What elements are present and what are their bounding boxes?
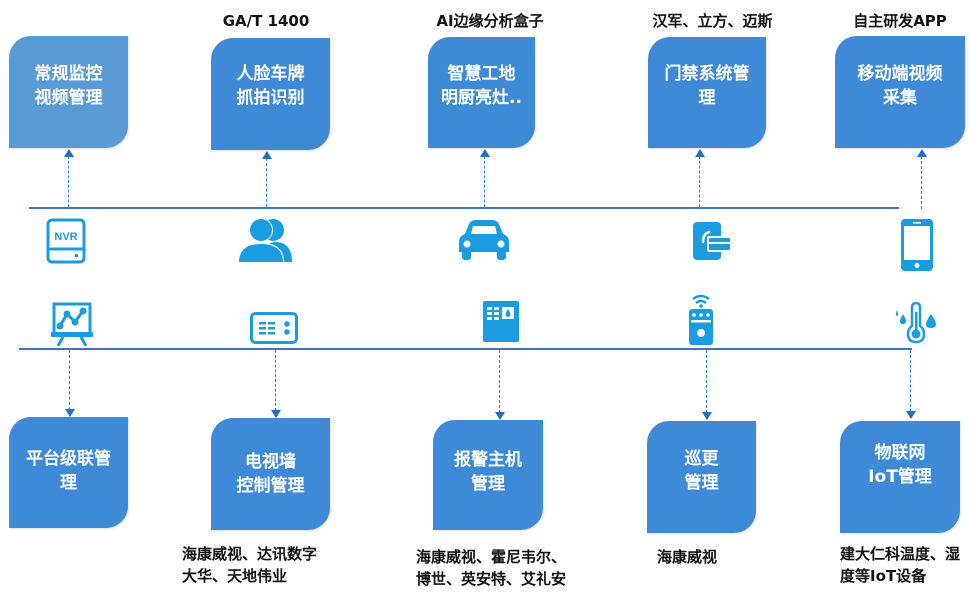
box-label: 门禁系统管 理 bbox=[664, 64, 750, 108]
connector-down-5 bbox=[910, 350, 911, 412]
car-icon bbox=[459, 220, 509, 260]
box-smart-site[interactable]: 智慧工地 明厨亮灶.. bbox=[428, 37, 535, 148]
box-iot[interactable]: 物联网 IoT管理 bbox=[840, 421, 960, 533]
connector-up-3 bbox=[484, 156, 485, 207]
box-patrol[interactable]: 巡更 管理 bbox=[647, 421, 756, 533]
connector-down-4 bbox=[706, 350, 707, 413]
box-label: 电视墙 控制管理 bbox=[236, 452, 305, 496]
arrow-down-5 bbox=[906, 411, 916, 419]
presentation-chart-icon bbox=[51, 302, 93, 346]
caption-face-plate: GA/T 1400 bbox=[222, 12, 310, 30]
connector-down-2 bbox=[275, 350, 276, 411]
arrow-up-1 bbox=[64, 149, 74, 157]
caption-mobile-app: 自主研发APP bbox=[853, 12, 947, 30]
vendors-alarm-host: 海康威视、霍尼韦尔、 博世、英安特、艾礼安 bbox=[416, 548, 567, 588]
box-access-control[interactable]: 门禁系统管 理 bbox=[648, 37, 766, 148]
thermometer-humidity-icon bbox=[896, 302, 936, 344]
vendors-video-wall: 海康威视、达讯数字 大华、天地伟业 bbox=[182, 545, 318, 585]
box-label: 平台级联管 理 bbox=[26, 449, 111, 493]
vendors-iot: 建大仁科温度、湿 度等IoT设备 bbox=[840, 545, 961, 585]
caption-ai-edge: AI边缘分析盒子 bbox=[436, 12, 544, 30]
bottom-bus-line bbox=[19, 348, 912, 350]
box-face-plate-recognition[interactable]: 人脸车牌 抓拍识别 bbox=[211, 38, 330, 150]
caption-access-vendors: 汉军、立方、迈斯 bbox=[652, 12, 773, 30]
connector-up-1 bbox=[68, 156, 69, 207]
arrow-up-4 bbox=[695, 149, 705, 157]
access-card-icon bbox=[693, 222, 730, 260]
top-bus-line bbox=[29, 207, 899, 209]
arrow-down-2 bbox=[271, 410, 281, 418]
patrol-device-icon bbox=[689, 294, 713, 345]
box-label: 智慧工地 明厨亮灶.. bbox=[441, 64, 522, 108]
users-icon bbox=[238, 218, 292, 262]
box-label: 报警主机 管理 bbox=[454, 450, 522, 494]
svg-text:NVR: NVR bbox=[54, 231, 77, 243]
arrow-up-5 bbox=[917, 149, 927, 157]
smartphone-icon bbox=[901, 219, 933, 271]
box-label: 移动端视频 采集 bbox=[857, 64, 943, 108]
box-label: 巡更 管理 bbox=[684, 449, 719, 493]
arrow-down-3 bbox=[495, 412, 505, 420]
vendors-patrol: 海康威视 bbox=[657, 548, 718, 566]
connector-down-1 bbox=[69, 350, 70, 410]
box-label: 常规监控 视频管理 bbox=[34, 64, 103, 108]
video-wall-controller-icon bbox=[250, 312, 298, 344]
connector-up-2 bbox=[266, 158, 267, 207]
box-mobile-video[interactable]: 移动端视频 采集 bbox=[835, 36, 965, 148]
box-label: 人脸车牌 抓拍识别 bbox=[236, 64, 305, 108]
arrow-up-2 bbox=[262, 151, 272, 159]
arrow-down-4 bbox=[702, 412, 712, 420]
box-label: 物联网 IoT管理 bbox=[868, 443, 932, 487]
box-alarm-host[interactable]: 报警主机 管理 bbox=[433, 420, 543, 530]
box-platform-cascade[interactable]: 平台级联管 理 bbox=[9, 417, 128, 528]
box-video-wall-control[interactable]: 电视墙 控制管理 bbox=[211, 418, 330, 530]
connector-up-4 bbox=[699, 156, 700, 207]
connector-down-3 bbox=[499, 350, 500, 413]
connector-up-5 bbox=[921, 156, 922, 209]
arrow-up-3 bbox=[480, 149, 490, 157]
arrow-down-1 bbox=[65, 409, 75, 417]
box-regular-video[interactable]: 常规监控 视频管理 bbox=[9, 36, 128, 148]
alarm-panel-icon bbox=[483, 301, 519, 342]
nvr-icon: NVR bbox=[46, 218, 86, 264]
